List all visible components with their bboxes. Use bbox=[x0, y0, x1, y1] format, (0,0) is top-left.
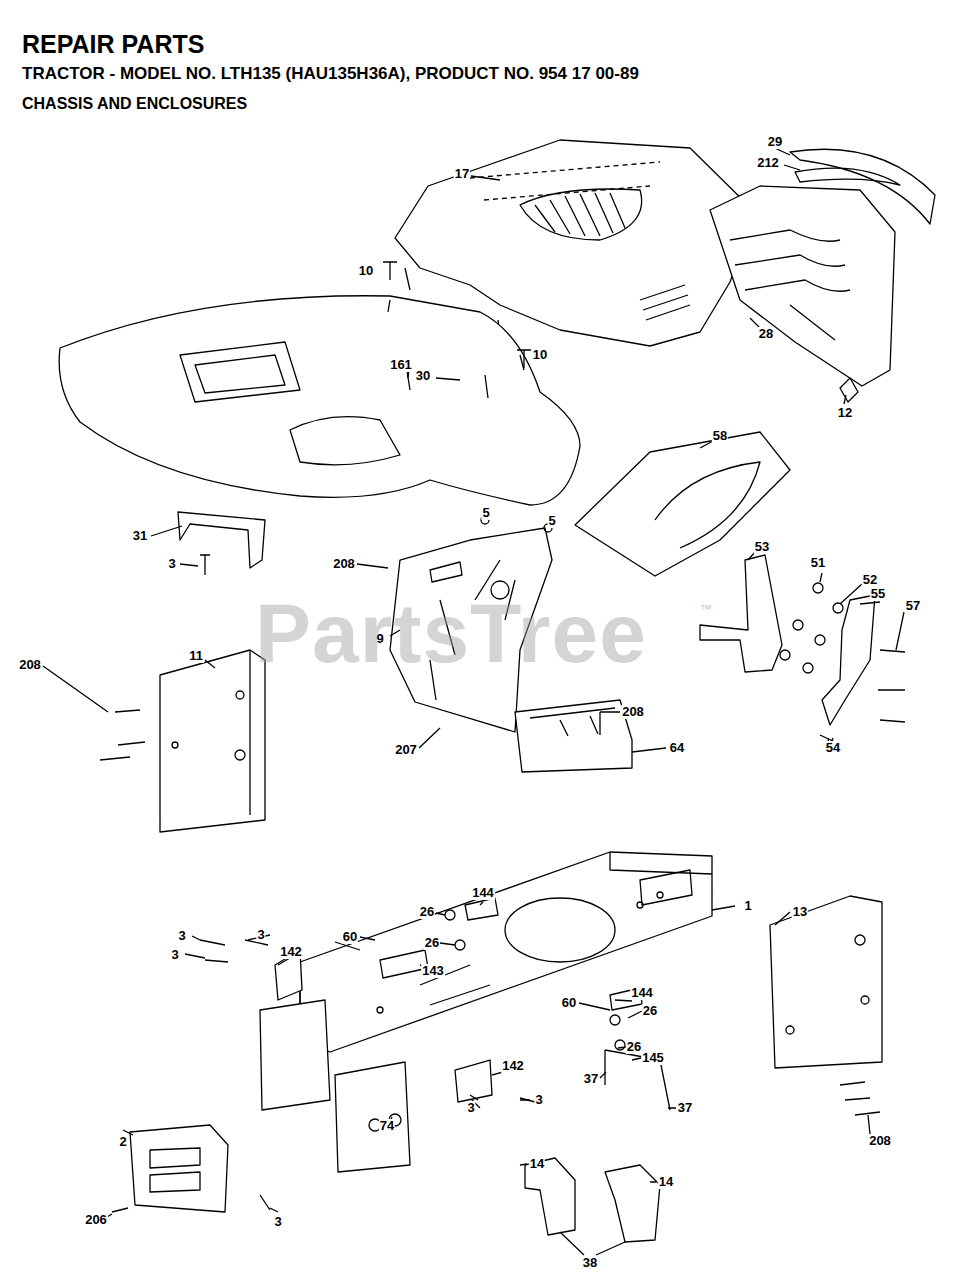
callout-number: 29 bbox=[767, 135, 783, 149]
callout-number: 145 bbox=[641, 1051, 665, 1065]
callout-number: 3 bbox=[170, 948, 179, 962]
callout-number: 3 bbox=[534, 1093, 543, 1107]
callout-number: 11 bbox=[188, 649, 204, 663]
subtitle: TRACTOR - MODEL NO. LTH135 (HAU135H36A),… bbox=[22, 64, 639, 84]
section-title: CHASSIS AND ENCLOSURES bbox=[22, 95, 247, 113]
callout-number: 3 bbox=[256, 928, 265, 942]
callout-number: 26 bbox=[419, 905, 435, 919]
callout-number: 60 bbox=[342, 930, 358, 944]
callout-number: 28 bbox=[758, 327, 774, 341]
callout-number: 208 bbox=[332, 557, 356, 571]
callout-number: 57 bbox=[905, 599, 921, 613]
callout-number: 142 bbox=[501, 1059, 525, 1073]
callout-number: 144 bbox=[630, 986, 654, 1000]
callout-number: 2 bbox=[118, 1135, 127, 1149]
callout-number: 1 bbox=[743, 899, 752, 913]
callout-number: 206 bbox=[84, 1213, 108, 1227]
callout-number: 143 bbox=[421, 964, 445, 978]
callout-number: 212 bbox=[756, 156, 780, 170]
callout-number: 207 bbox=[394, 743, 418, 757]
callout-number: 37 bbox=[677, 1101, 693, 1115]
callout-number: 14 bbox=[658, 1175, 674, 1189]
callout-number: 144 bbox=[471, 886, 495, 900]
callout-number: 52 bbox=[862, 573, 878, 587]
callout-number: 5 bbox=[547, 514, 556, 528]
callout-number: 74 bbox=[379, 1119, 395, 1133]
callout-number: 38 bbox=[582, 1256, 598, 1270]
callout-number: 31 bbox=[132, 529, 148, 543]
callout-number: 60 bbox=[561, 996, 577, 1010]
callout-number: 5 bbox=[481, 506, 490, 520]
callout-number: 26 bbox=[626, 1040, 642, 1054]
watermark: PartsTree bbox=[255, 585, 647, 682]
callout-number: 53 bbox=[754, 540, 770, 554]
callout-number: 26 bbox=[642, 1004, 658, 1018]
callout-number: 55 bbox=[870, 587, 886, 601]
callout-number: 10 bbox=[532, 348, 548, 362]
callout-number: 3 bbox=[273, 1215, 282, 1229]
callout-number: 58 bbox=[712, 429, 728, 443]
callout-number: 51 bbox=[810, 556, 826, 570]
callout-number: 30 bbox=[415, 369, 431, 383]
callout-number: 12 bbox=[837, 406, 853, 420]
page-title: REPAIR PARTS bbox=[22, 30, 204, 59]
callout-number: 208 bbox=[868, 1134, 892, 1148]
callout-number: 13 bbox=[792, 905, 808, 919]
callout-number: 161 bbox=[389, 358, 413, 372]
callout-number: 3 bbox=[167, 557, 176, 571]
callout-number: 10 bbox=[358, 264, 374, 278]
callout-number: 14 bbox=[529, 1157, 545, 1171]
callout-number: 3 bbox=[177, 929, 186, 943]
callout-number: 208 bbox=[18, 658, 42, 672]
watermark: ™ bbox=[700, 602, 712, 616]
callout-number: 64 bbox=[669, 741, 685, 755]
callout-number: 37 bbox=[583, 1072, 599, 1086]
callout-number: 17 bbox=[454, 167, 470, 181]
callout-number: 142 bbox=[279, 945, 303, 959]
callout-number: 208 bbox=[621, 705, 645, 719]
callout-number: 3 bbox=[466, 1101, 475, 1115]
callout-number: 26 bbox=[424, 936, 440, 950]
callout-number: 54 bbox=[825, 741, 841, 755]
